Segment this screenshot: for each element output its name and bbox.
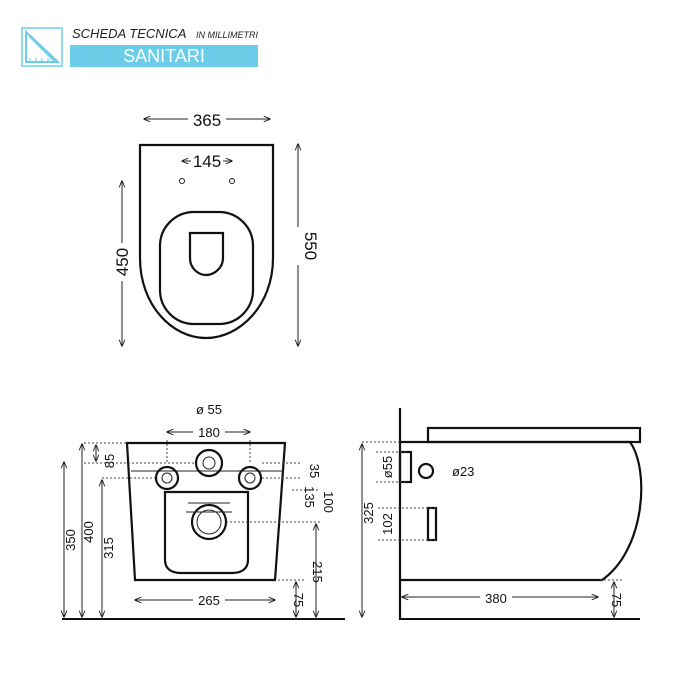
rear-side-hole-label: 35 [307, 464, 322, 478]
rear-base-width-label: 265 [198, 593, 220, 608]
category-band [70, 45, 258, 67]
side-view-outline [400, 440, 643, 582]
side-height-102-label: 102 [380, 513, 395, 535]
toilet-seat-lid [426, 426, 642, 444]
category-label: SANITARI [123, 46, 205, 66]
rear-height-400-label: 400 [81, 521, 96, 543]
small-inlet-hole [417, 462, 435, 480]
rear-hole-center [194, 448, 224, 478]
rear-pipe-diameter-label: ø 55 [196, 402, 222, 417]
top-view-drain [188, 231, 225, 277]
top-width-label: 365 [193, 111, 221, 130]
fixing-hole-right [229, 178, 235, 184]
side-height-325-label: 325 [361, 502, 376, 524]
rear-view-bowl [163, 490, 250, 575]
rear-hole-drop-label: 135 [302, 486, 317, 508]
outlet-pipe [426, 506, 438, 542]
inlet-diameter-label: ø55 [380, 456, 395, 478]
inlet-pipe [398, 450, 413, 484]
side-view: ø23 ø55 325 102 380 75 [361, 408, 643, 620]
inner-width-label: 145 [193, 152, 221, 171]
header: SCHEDA TECNICA IN MILLIMETRI SANITARI [21, 26, 259, 67]
rear-floor-75-label: 75 [291, 593, 306, 607]
top-view: 365 145 550 450 [111, 108, 320, 346]
rear-height-350-label: 350 [63, 529, 78, 551]
side-depth-380-label: 380 [485, 591, 507, 606]
side-floor-75-label: 75 [609, 593, 624, 607]
rear-view: ø 55 180 85 35 135 100 350 400 315 215 2… [62, 402, 345, 620]
rear-height-215-label: 215 [310, 561, 325, 583]
top-view-outline [138, 143, 275, 340]
small-diameter-label: ø23 [452, 464, 474, 479]
header-title: SCHEDA TECNICA [72, 26, 186, 41]
ruler-pencil-icon [21, 27, 63, 67]
rear-hole-spacing-label: 180 [198, 425, 220, 440]
header-subtitle: IN MILLIMETRI [196, 30, 259, 40]
rear-outlet-inner [196, 509, 222, 535]
bowl-length-label: 450 [113, 248, 132, 276]
rear-view-outline [125, 441, 287, 582]
fixing-hole-left [179, 178, 185, 184]
rear-top-offset-label: 85 [102, 454, 117, 468]
rear-hole-right [237, 465, 263, 491]
rear-hole-100-label: 100 [321, 491, 336, 513]
top-length-label: 550 [301, 232, 320, 260]
rear-hole-left [154, 465, 180, 491]
rear-height-315-label: 315 [101, 537, 116, 559]
top-view-bowl [158, 210, 255, 326]
